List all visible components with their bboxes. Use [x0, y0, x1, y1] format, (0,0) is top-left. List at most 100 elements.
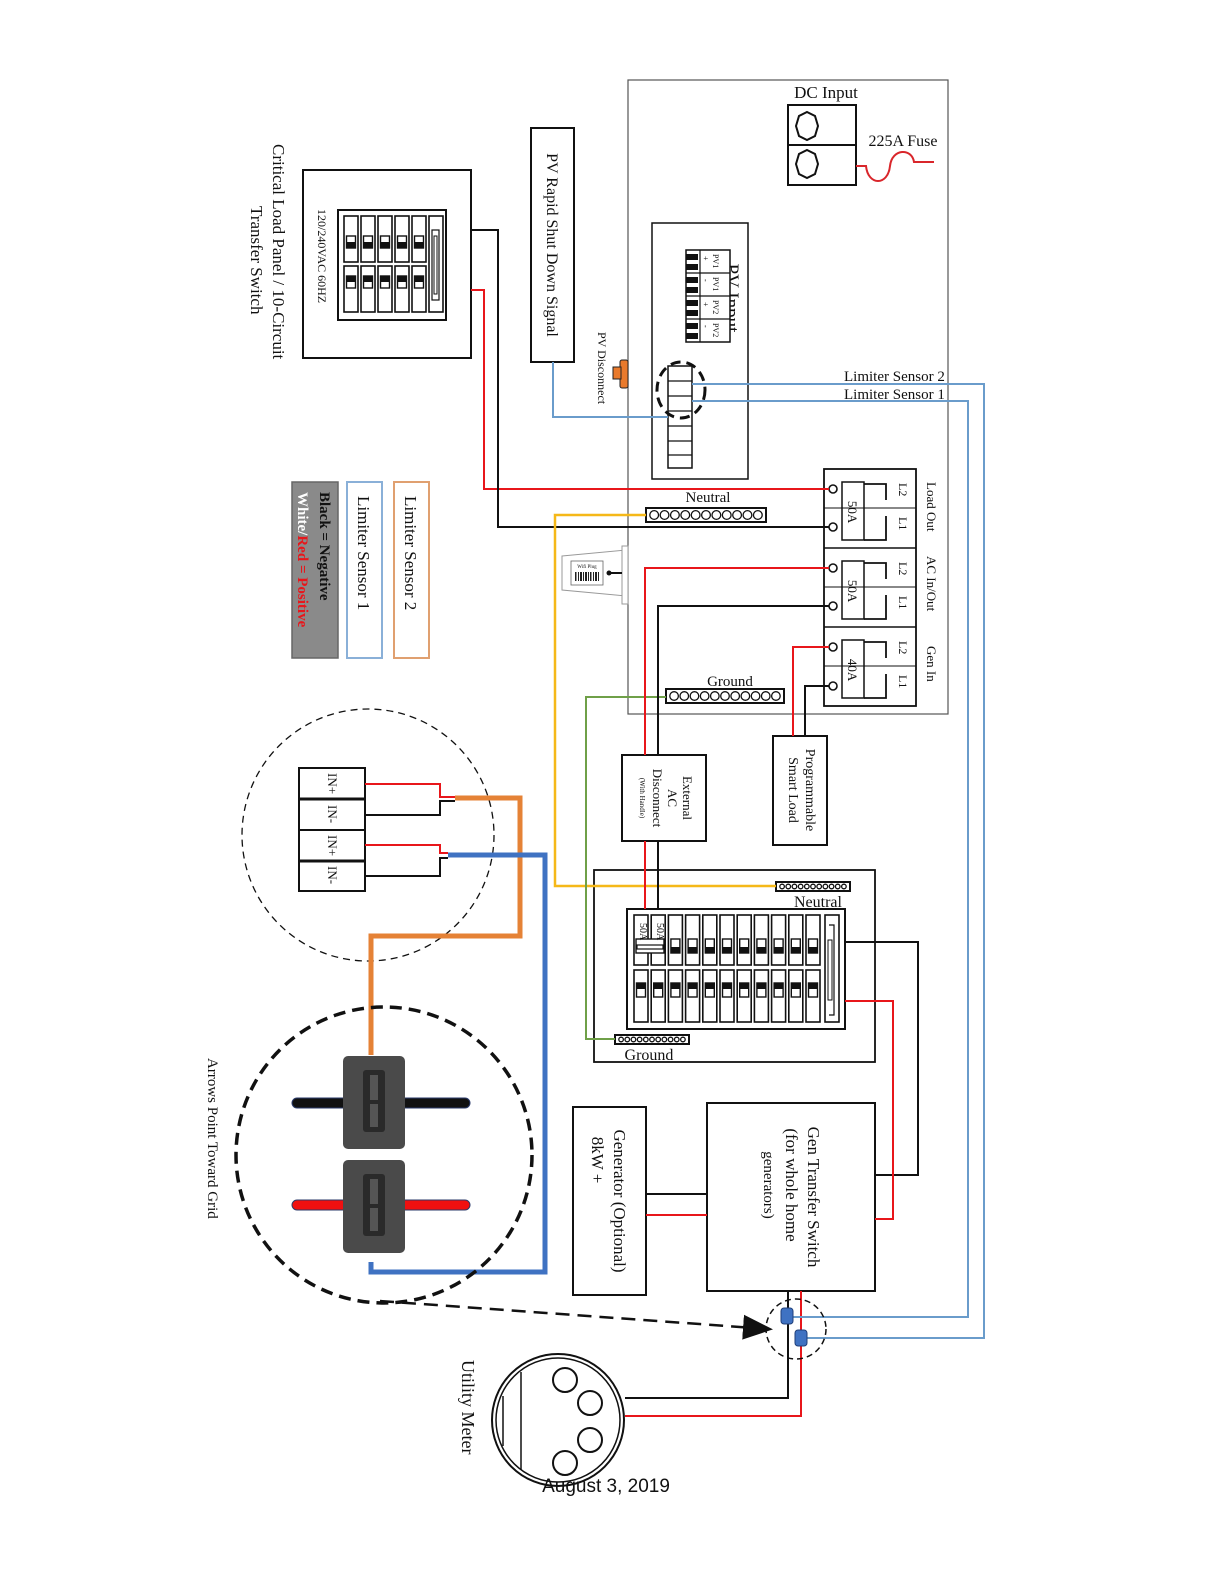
- bus-bar-hole: [721, 509, 732, 521]
- bus-bar-hole: [690, 509, 701, 521]
- legend: Limiter Sensor 2 Limiter Sensor 1 Black …: [291, 481, 430, 659]
- bus-bar-hole: [642, 1036, 649, 1043]
- svg-text:PV1: PV1: [711, 254, 720, 268]
- bus-bar-hole: [669, 509, 680, 521]
- svg-text:IN+: IN+: [325, 835, 340, 856]
- bus-bar-hole: [679, 691, 690, 701]
- bus-bar-hole: [720, 691, 730, 701]
- svg-text:+: +: [701, 256, 710, 261]
- bus-bar-hole: [709, 691, 720, 701]
- bus-bar-hole: [750, 691, 761, 701]
- bus-bar-hole: [699, 691, 710, 701]
- svg-text:Limiter Sensor 1: Limiter Sensor 1: [354, 496, 373, 610]
- wire-neutral: [553, 513, 776, 888]
- ct-location-circle: [765, 1298, 827, 1360]
- svg-text:Programmable: Programmable: [802, 749, 817, 831]
- wire-gen-in-positive: [792, 646, 829, 736]
- inverter-ground-label: Ground: [707, 674, 753, 690]
- ct-location-arrow: [379, 1299, 773, 1340]
- ct-orientation-note: Arrows Point Toward Grid: [204, 1058, 220, 1219]
- bus-bar-hole: [667, 1036, 674, 1043]
- inverter-neutral-bar: [645, 507, 767, 523]
- bus-bar-hole: [803, 883, 810, 890]
- bus-bar-hole: [760, 691, 771, 701]
- svg-text:Wifi Plug: Wifi Plug: [577, 565, 597, 570]
- svg-text:-: -: [701, 325, 710, 328]
- bus-bar-hole: [700, 509, 712, 521]
- bus-bar-hole: [630, 1036, 637, 1043]
- svg-text:+: +: [701, 302, 710, 307]
- bus-bar-hole: [624, 1036, 631, 1043]
- svg-text:generators): generators): [760, 1151, 776, 1218]
- circuit-breaker: [360, 265, 376, 313]
- wire-limiter-sensor-1: [692, 400, 969, 1318]
- svg-text:PV Rapid Shut Down Signal: PV Rapid Shut Down Signal: [543, 153, 560, 337]
- main-panel-neutral-bar: [775, 881, 851, 892]
- svg-text:L1: L1: [896, 675, 910, 688]
- svg-text:L2: L2: [896, 562, 910, 575]
- bus-bar-hole: [689, 691, 700, 701]
- wire-ground: [585, 696, 666, 1040]
- bus-bar-hole: [673, 1036, 680, 1043]
- svg-text:Black = Negative: Black = Negative: [316, 492, 332, 601]
- bus-bar-hole: [730, 691, 741, 701]
- critical-panel-rating: 120/240VAC 60HZ: [315, 209, 329, 303]
- bus-bar-hole: [669, 691, 680, 701]
- bus-bar-hole: [791, 883, 798, 890]
- bus-bar-hole: [810, 883, 816, 890]
- wire-ct-blue: [368, 852, 548, 1275]
- dc-terminal-nut-icon: [794, 110, 820, 142]
- limiter-sensor-1-label: Limiter Sensor 1: [844, 387, 945, 403]
- bus-bar-hole: [840, 883, 847, 890]
- pv-input-box: [651, 222, 749, 480]
- breaker-rating: 40A: [845, 659, 860, 682]
- critical-panel-title: Critical Load Panel / 10-Circuit: [269, 144, 288, 360]
- bus-bar-hole: [740, 691, 751, 701]
- wire-ac-inout-negative: [657, 605, 829, 755]
- ct-terminal-detail-circle: [241, 708, 495, 962]
- breaker-group-label: Gen In: [924, 646, 939, 682]
- bus-bar-hole: [679, 1036, 686, 1043]
- svg-text:L2: L2: [896, 641, 910, 654]
- ct-clamps: [291, 1056, 471, 1253]
- gen-transfer-switch: Gen Transfer Switch (for whole home gene…: [706, 1102, 876, 1292]
- wire-critical-panel-negative: [471, 229, 829, 528]
- bus-bar-hole: [770, 691, 781, 701]
- svg-text:IN+: IN+: [325, 773, 340, 794]
- circuit-breaker: [343, 265, 359, 313]
- wire-main-panel-positive: [845, 1000, 894, 1220]
- wire-utility-negative: [625, 1291, 789, 1399]
- main-panel-ground-bar: [614, 1034, 690, 1045]
- main-panel-ground-label: Ground: [625, 1047, 674, 1064]
- ct-sensor-2-icon: [794, 1329, 808, 1347]
- bus-bar-hole: [785, 883, 792, 890]
- svg-text:Disconnect: Disconnect: [650, 769, 665, 828]
- breaker-rating: 50A: [845, 501, 860, 524]
- breaker-rating: 50A: [845, 580, 860, 603]
- programmable-smart-load: Programmable Smart Load: [772, 735, 828, 846]
- utility-meter-label: Utility Meter: [458, 1360, 478, 1454]
- inverter: DC Input 225A Fuse PV Input PV1 + PV1 - …: [561, 79, 949, 715]
- wire-main-panel-negative: [845, 941, 919, 1176]
- wire-ac-inout-positive: [644, 567, 829, 755]
- legend-wire-colors: [291, 481, 339, 659]
- dc-terminal-nut-icon: [794, 148, 820, 180]
- bus-bar-hole: [828, 883, 835, 890]
- svg-text:PV2: PV2: [711, 323, 720, 337]
- svg-text:(for whole home: (for whole home: [782, 1128, 801, 1241]
- external-ac-disconnect: External AC Disconnect (With Handle): [621, 754, 707, 842]
- svg-text:8kW +: 8kW +: [588, 1137, 607, 1184]
- pv-rapid-shutdown-box: PV Rapid Shut Down Signal: [530, 127, 575, 363]
- ct-clamp-icon: [343, 1056, 405, 1149]
- svg-text:Limiter Sensor 2: Limiter Sensor 2: [401, 496, 420, 610]
- circuit-breaker: [411, 265, 427, 313]
- main-panel-neutral-label: Neutral: [794, 894, 843, 911]
- wire-ct-orange: [368, 795, 523, 1055]
- wire-critical-panel-positive: [471, 289, 829, 490]
- bus-bar-hole: [680, 509, 691, 521]
- svg-text:IN-: IN-: [325, 805, 340, 823]
- wire-rapid-shutdown-signal: [552, 362, 668, 418]
- inverter-enclosure: [627, 79, 949, 715]
- ct-clamp-detail-circle: [234, 1005, 534, 1305]
- bus-bar-hole: [779, 883, 786, 890]
